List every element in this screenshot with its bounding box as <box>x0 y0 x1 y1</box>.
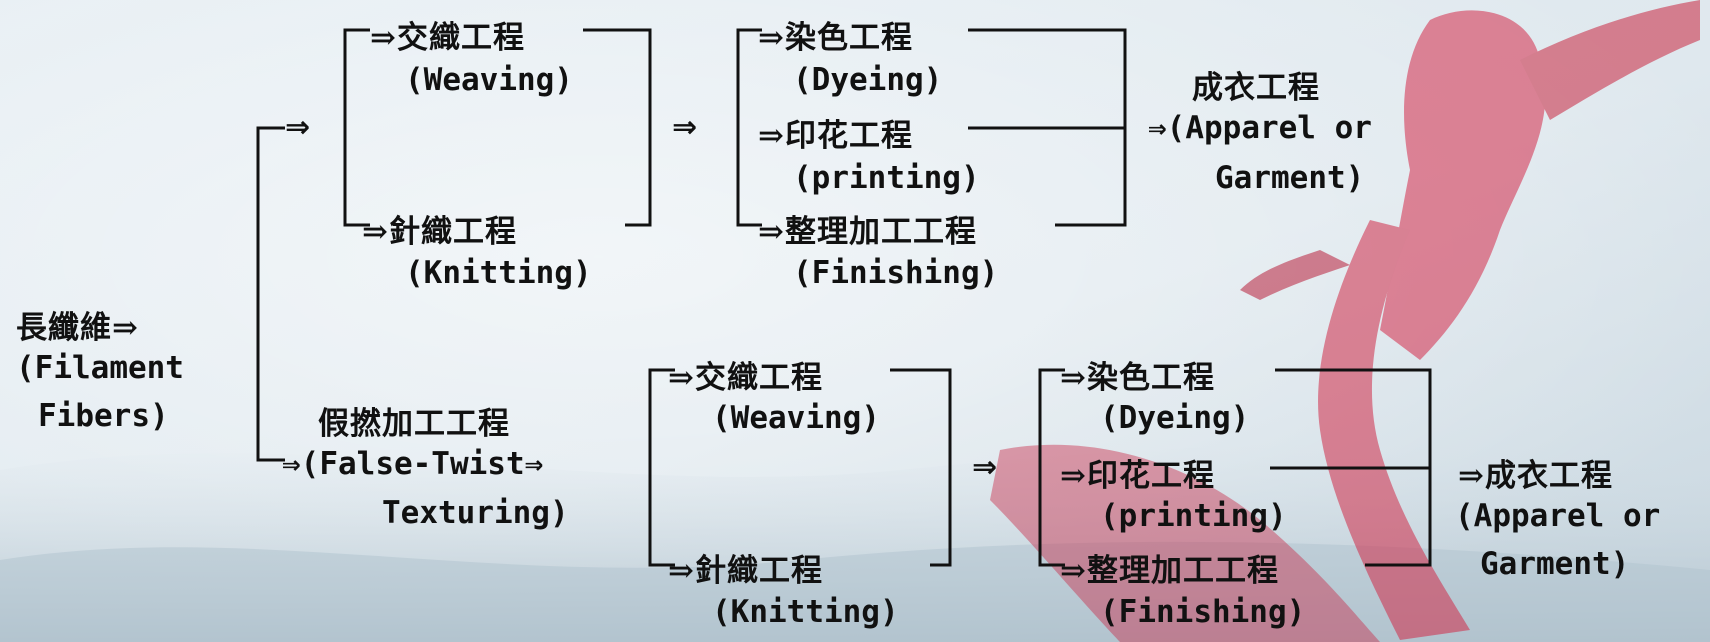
bottom-texturing-en-2: Texturing) <box>382 495 569 531</box>
source-label-cn: 長纖維⇒ <box>16 310 139 346</box>
top-mid-arrow: ⇒ <box>672 110 698 145</box>
top-knitting-en: (Knitting) <box>405 255 592 291</box>
top-printing-cn: ⇒印花工程 <box>758 118 913 154</box>
bottom-apparel-en-2: Garment) <box>1480 546 1630 582</box>
top-finishing-cn: ⇒整理加工工程 <box>758 214 977 250</box>
bottom-apparel-cn: ⇒成衣工程 <box>1458 458 1613 494</box>
bottom-knitting-cn: ⇒針織工程 <box>668 553 823 589</box>
bottom-weaving-cn: ⇒交織工程 <box>668 360 823 396</box>
top-apparel-en-1: ⇒(Apparel or <box>1148 110 1372 146</box>
top-apparel-en-2: Garment) <box>1215 160 1365 196</box>
top-apparel-cn: 成衣工程 <box>1192 70 1320 106</box>
source-label-en-2: Fibers) <box>38 398 169 434</box>
bottom-knitting-en: (Knitting) <box>712 594 899 630</box>
bottom-texturing-en-1: ⇒(False-Twist⇒ <box>282 446 544 482</box>
bottom-dyeing-en: (Dyeing) <box>1100 400 1250 436</box>
bottom-dyeing-cn: ⇒染色工程 <box>1060 360 1215 396</box>
bottom-mid-arrow: ⇒ <box>972 450 998 485</box>
bottom-texturing-cn: 假撚加工工程 <box>318 406 510 442</box>
bottom-finishing-cn: ⇒整理加工工程 <box>1060 553 1279 589</box>
bottom-apparel-en-1: (Apparel or <box>1455 498 1661 534</box>
bottom-finishing-en: (Finishing) <box>1100 594 1306 630</box>
bottom-printing-en: (printing) <box>1100 498 1287 534</box>
top-split-arrow: ⇒ <box>285 110 311 145</box>
top-weaving-en: (Weaving) <box>405 62 573 98</box>
top-weaving-cn: ⇒交織工程 <box>370 20 525 56</box>
top-finishing-en: (Finishing) <box>793 255 999 291</box>
top-dyeing-en: (Dyeing) <box>793 62 943 98</box>
top-printing-en: (printing) <box>793 160 980 196</box>
bottom-printing-cn: ⇒印花工程 <box>1060 458 1215 494</box>
bottom-weaving-en: (Weaving) <box>712 400 880 436</box>
source-label-en-1: (Filament <box>16 350 184 386</box>
top-knitting-cn: ⇒針織工程 <box>362 214 517 250</box>
top-dyeing-cn: ⇒染色工程 <box>758 20 913 56</box>
